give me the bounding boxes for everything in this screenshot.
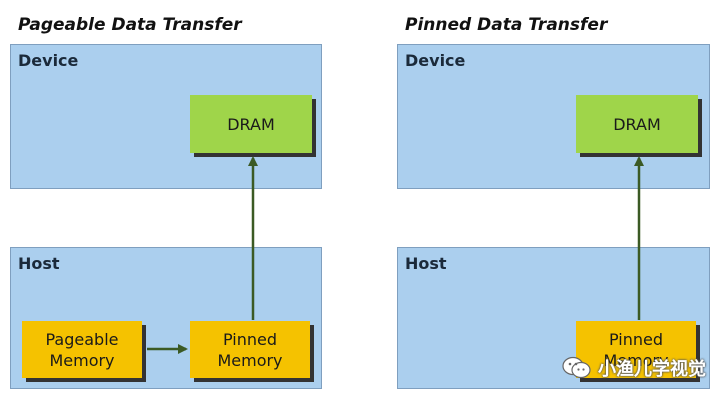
wechat-icon	[562, 356, 591, 379]
left-pinned-memory-box: Pinned Memory	[190, 321, 310, 378]
left-device-label: Device	[18, 51, 79, 70]
right-diagram-title: Pinned Data Transfer	[405, 15, 608, 35]
right-pinned-memory-box: Pinned Memory	[576, 321, 696, 378]
watermark-text: 小渔儿学视觉	[598, 359, 706, 380]
left-dram-box: DRAM	[190, 95, 312, 153]
left-pageable-memory-label: Pageable Memory	[45, 329, 119, 370]
left-dram-label: DRAM	[227, 114, 275, 134]
right-host-label: Host	[405, 254, 447, 273]
left-diagram-title: Pageable Data Transfer	[18, 15, 242, 35]
right-pinned-memory-label: Pinned Memory	[603, 329, 669, 370]
left-pageable-memory-box: Pageable Memory	[22, 321, 142, 378]
left-pinned-memory-label: Pinned Memory	[217, 329, 283, 370]
right-dram-label: DRAM	[613, 114, 661, 134]
right-dram-box: DRAM	[576, 95, 698, 153]
right-device-label: Device	[405, 51, 466, 70]
watermark: 小渔儿学视觉	[562, 353, 720, 383]
left-host-label: Host	[18, 254, 60, 273]
